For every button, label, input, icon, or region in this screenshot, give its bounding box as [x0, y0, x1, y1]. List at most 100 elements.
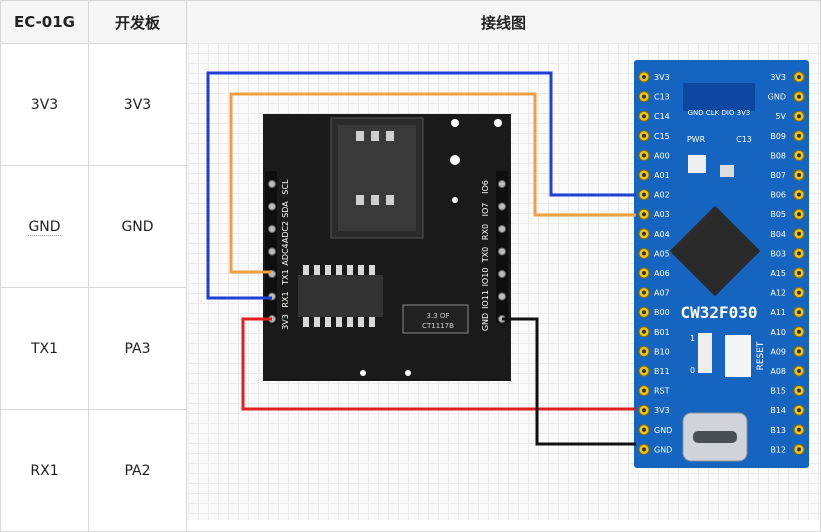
wire-3v3	[241, 317, 636, 411]
board-pin-label: B01	[654, 328, 670, 337]
board-pin-hole	[797, 408, 801, 413]
board-pin-label: GND	[768, 93, 786, 102]
board-pin-label: B14	[770, 406, 786, 415]
board-pin-hole	[642, 388, 646, 393]
board-pin-label: A02	[654, 191, 670, 200]
board-pin-label: B06	[770, 191, 786, 200]
sim-contacts	[356, 131, 394, 205]
board-pin-hole	[797, 290, 801, 295]
cell-board-pin: GND	[88, 165, 187, 288]
board-pin-hole	[642, 369, 646, 373]
board-pin-hole	[797, 251, 801, 256]
c13-label: C13	[736, 135, 752, 144]
smd-part	[720, 165, 734, 177]
module-pin-label: RX0	[481, 224, 490, 240]
module-pin-label: ADC4	[281, 243, 290, 265]
board-pin-label: RST	[654, 387, 670, 396]
cell-board-pin: 3V3	[88, 43, 187, 166]
regulator	[402, 304, 469, 334]
board-pin-label: 3V3	[770, 73, 786, 82]
board-pin-hole	[797, 231, 801, 236]
board-pin-label: 3V3	[654, 73, 670, 82]
table-row: TX1 PA3	[0, 287, 821, 410]
board-pin-label: B09	[770, 132, 786, 141]
board-pin-hole	[797, 447, 801, 452]
pwr-label: PWR	[687, 135, 706, 144]
wire-gnd	[502, 317, 636, 446]
board-pin-label: A05	[654, 249, 670, 258]
board-pin-label: B12	[770, 445, 786, 454]
board-pin-hole	[642, 192, 646, 197]
board-pin-hole	[642, 251, 646, 256]
module-pin-label: RX1	[281, 291, 290, 307]
board-pin-hole	[642, 133, 646, 138]
board-pin-hole	[797, 271, 801, 275]
board-pin-hole	[642, 310, 646, 315]
board-pin-label: B04	[770, 230, 786, 239]
board-pin-label: B08	[770, 151, 786, 160]
header-wiring-diagram: 接线图	[186, 0, 821, 44]
board-pin-hole	[797, 192, 801, 197]
module-pin	[498, 247, 506, 256]
module-pin	[498, 202, 506, 211]
board-pin-label: C13	[654, 93, 670, 102]
board-pin-label: GND	[654, 445, 672, 454]
board-pin-hole	[642, 114, 646, 119]
board-right-pins: 3V3GND5VB09B08B07B06B05B04B03A15A12A11A1…	[768, 71, 805, 455]
board-pin-hole	[797, 388, 801, 393]
usb-c-inner	[693, 431, 737, 443]
module-pin	[498, 270, 506, 278]
board-pin-label: A09	[770, 347, 786, 356]
sim-slot-inner	[338, 125, 416, 231]
module-pin	[268, 247, 276, 256]
cell-board-pin: PA3	[88, 287, 187, 410]
board-pin-hole	[642, 290, 646, 295]
module-pin-label: IO7	[481, 203, 490, 217]
board-pin-label: C14	[654, 112, 670, 121]
jumper-1-label: 1	[690, 334, 695, 343]
module-pin-label: GND	[481, 313, 490, 331]
board-pin-label: A12	[770, 289, 786, 298]
cell-ec-pin-text: GND	[28, 218, 61, 236]
board-pin-hole	[797, 369, 801, 373]
module-pin-label: TX1	[281, 269, 290, 285]
wire-rx1-pa2	[206, 71, 636, 300]
board-pin-hole	[642, 231, 646, 236]
table-row: GND GND	[0, 165, 821, 288]
board-pin-label: GND	[654, 426, 672, 435]
board-pin-label: A03	[654, 210, 670, 219]
module-pin-label: TX0	[481, 247, 490, 263]
swd-header	[683, 83, 755, 111]
board-pin-hole	[797, 114, 801, 119]
cell-board-pin: PA2	[88, 409, 187, 532]
board-pin-label: B03	[770, 249, 786, 258]
board-name: CW32F030	[680, 303, 757, 322]
cell-ec-pin: 3V3	[0, 43, 89, 166]
board-pin-hole	[642, 94, 646, 99]
board-pin-label: A00	[654, 151, 670, 160]
crystal	[688, 155, 706, 173]
board-pin-label: A04	[654, 230, 670, 239]
header-ec01g: EC-01G	[0, 0, 89, 44]
board-pin-label: B05	[770, 210, 786, 219]
regulator-sub: 3.3 OF	[427, 312, 450, 320]
jumper-0-label: 0	[690, 366, 695, 375]
module-pin	[498, 292, 506, 301]
board-pin-hole	[797, 75, 801, 79]
board-left-pins: 3V3C13C14C15A00A01A02A03A04A05A06A07B00B…	[638, 71, 672, 455]
board-pin-label: A07	[654, 289, 670, 298]
board-pin-hole	[642, 212, 646, 217]
board-pin-label: B13	[770, 426, 786, 435]
board-pin-hole	[797, 329, 801, 334]
board-pin-hole	[797, 133, 801, 138]
module-pin-label: SDA	[281, 201, 290, 218]
board-pin-label: B00	[654, 308, 670, 317]
board-pin-hole	[642, 75, 646, 79]
module-pin-label: SCL	[281, 179, 290, 195]
reset-label: RESET	[756, 341, 766, 370]
board-pin-label: 3V3	[654, 406, 670, 415]
board-pin-hole	[642, 153, 646, 158]
swd-header-labels: GND CLK DIO 3V3	[688, 109, 751, 117]
